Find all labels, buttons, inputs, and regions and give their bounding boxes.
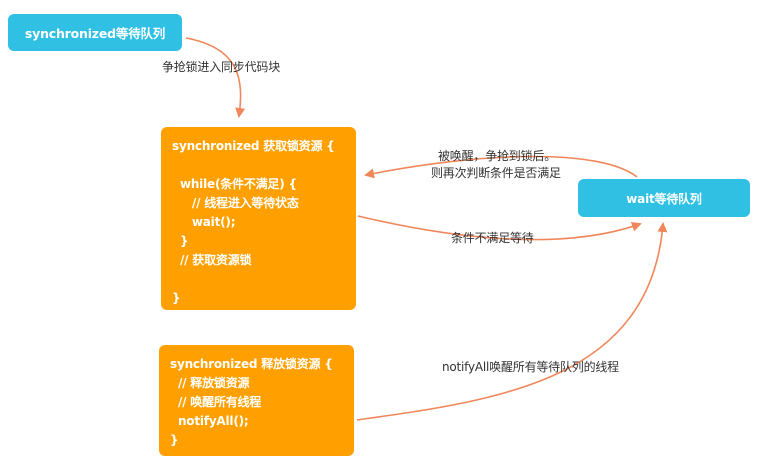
- arrow-wait-queue-to-acquire: [364, 155, 638, 179]
- code-line: }: [170, 433, 179, 447]
- code-line: // 唤醒所有线程: [170, 395, 262, 409]
- code-line: [172, 270, 356, 289]
- code-line: [172, 156, 356, 175]
- code-line: // 获取资源锁: [172, 253, 252, 267]
- arrow-release-to-wait-queue: [356, 222, 668, 421]
- edge-label-woken-line1: 被唤醒，争抢到锁后。: [438, 149, 557, 163]
- code-line: wait();: [172, 215, 236, 229]
- edge-label-compete-enter: 争抢锁进入同步代码块: [162, 60, 281, 74]
- edge-label-woken-line2: 则再次判断条件是否满足: [431, 166, 561, 180]
- acquire-lock-code-block: synchronized 获取锁资源 { while(条件不满足) { // 线…: [161, 127, 356, 310]
- code-line: }: [172, 234, 189, 248]
- code-line: // 线程进入等待状态: [172, 196, 299, 210]
- code-line: // 释放锁资源: [170, 376, 250, 390]
- edge-label-notify-all: notifyAll唤醒所有等待队列的线程: [442, 360, 619, 374]
- wait-queue-node: wait等待队列: [578, 179, 750, 217]
- arrow-acquire-to-wait-queue: [357, 215, 642, 241]
- code-line: notifyAll();: [170, 414, 249, 428]
- edge-label-condition-wait: 条件不满足等待: [451, 231, 534, 245]
- code-line: }: [172, 291, 181, 305]
- code-line: synchronized 获取锁资源 {: [172, 139, 335, 153]
- release-lock-code-block: synchronized 释放锁资源 { // 释放锁资源 // 唤醒所有线程 …: [159, 345, 354, 456]
- synchronized-queue-node: synchronized等待队列: [8, 14, 182, 51]
- code-line: while(条件不满足) {: [172, 177, 297, 191]
- code-line: synchronized 释放锁资源 {: [170, 357, 333, 371]
- arrow-sync-queue-to-acquire: [185, 37, 246, 118]
